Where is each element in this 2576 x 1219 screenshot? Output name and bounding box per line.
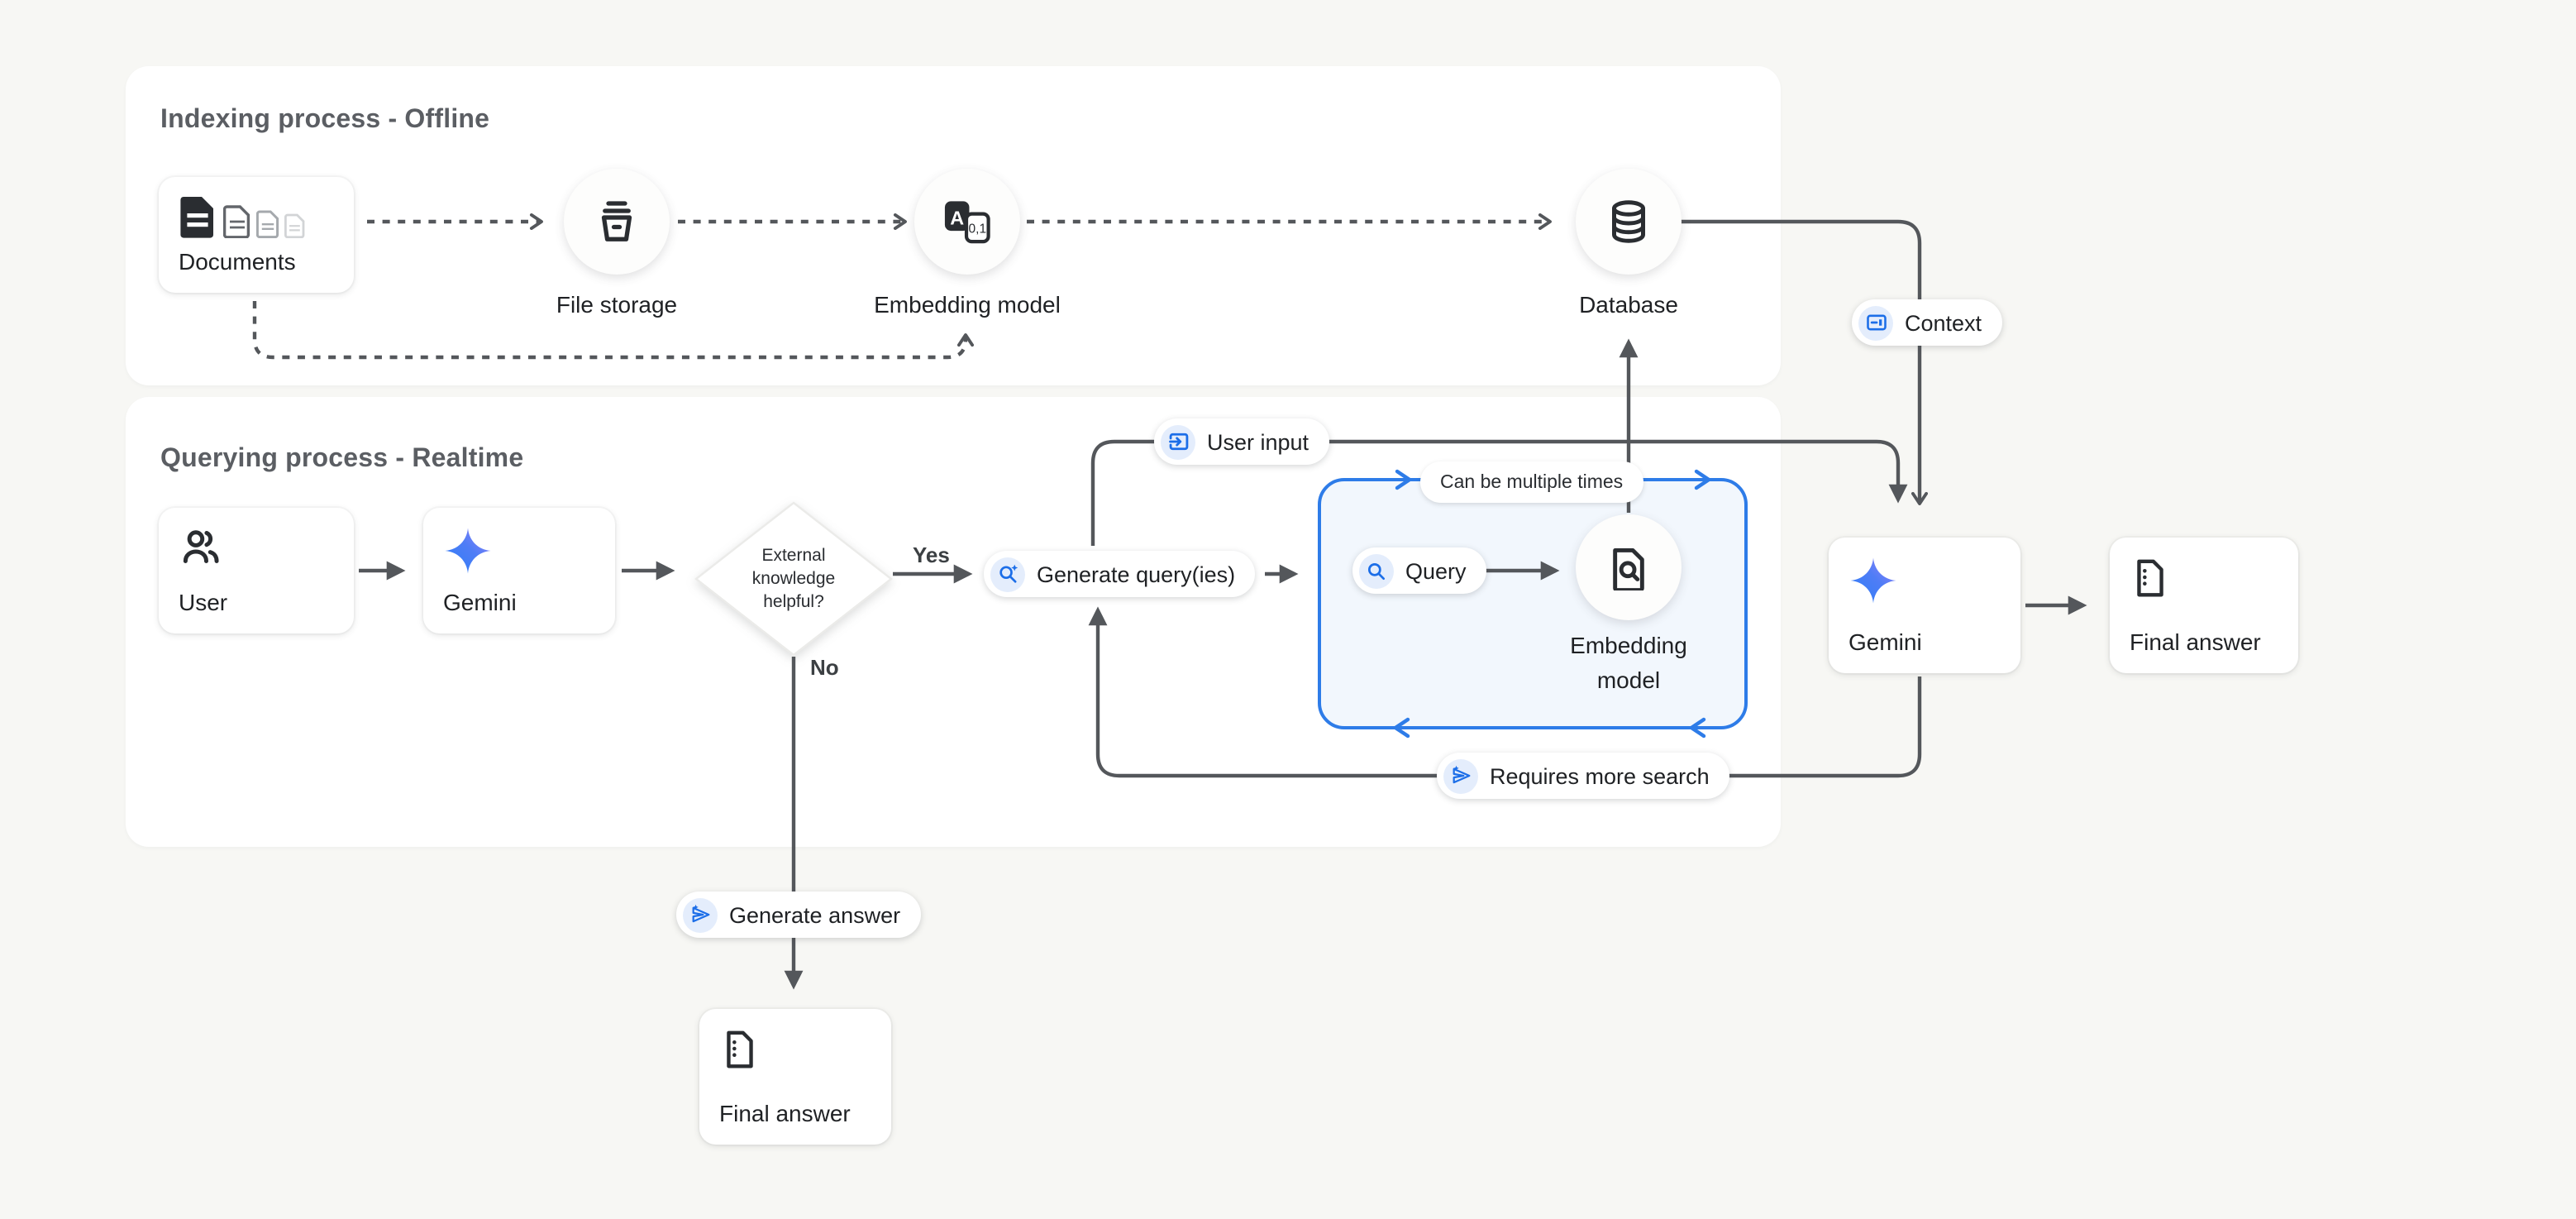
- requires-more-search-pill[interactable]: Requires more search: [1437, 753, 1729, 799]
- answer-document-icon: [2137, 559, 2163, 597]
- user-label: User: [179, 589, 228, 615]
- gemini-answer-node[interactable]: Gemini: [1829, 538, 2020, 673]
- input-icon: [1161, 424, 1195, 459]
- context-pill-label: Context: [1905, 310, 1982, 335]
- gemini-main-label: Gemini: [443, 589, 517, 615]
- querying-panel-title: Querying process - Realtime: [160, 445, 524, 473]
- no-edge-label: No: [810, 655, 839, 680]
- search-spark-icon: [990, 557, 1025, 591]
- svg-text:A: A: [950, 207, 964, 228]
- user-input-pill[interactable]: User input: [1154, 418, 1329, 465]
- svg-text:0,1: 0,1: [969, 222, 987, 236]
- documents-node[interactable]: Documents: [159, 177, 354, 293]
- embedding-model-realtime-node[interactable]: [1576, 514, 1682, 620]
- loop-note-pill: Can be multiple times: [1420, 461, 1643, 503]
- search-icon: [1359, 553, 1394, 588]
- generate-queries-pill[interactable]: Generate query(ies): [984, 551, 1256, 597]
- embedding-model-offline-node[interactable]: A 0,1: [914, 169, 1020, 275]
- gemini-icon: [445, 528, 491, 574]
- requires-more-search-pill-label: Requires more search: [1490, 763, 1710, 788]
- decision-label: External knowledge helpful?: [751, 546, 836, 612]
- final-answer-bottom-node[interactable]: Final answer: [699, 1009, 891, 1145]
- text-to-vector-icon: A 0,1: [944, 201, 990, 244]
- final-answer-bottom-label: Final answer: [719, 1100, 851, 1126]
- yes-edge-label: Yes: [913, 543, 950, 567]
- context-card-icon: [1858, 305, 1893, 340]
- query-pill-label: Query: [1405, 558, 1467, 583]
- loop-note-label: Can be multiple times: [1440, 472, 1624, 492]
- file-storage-label: File storage: [556, 291, 678, 318]
- indexing-panel-title: Indexing process - Offline: [160, 106, 490, 134]
- database-node[interactable]: [1576, 169, 1682, 275]
- user-input-pill-label: User input: [1207, 429, 1309, 454]
- database-label: Database: [1579, 291, 1678, 318]
- generate-answer-pill-label: Generate answer: [729, 902, 901, 927]
- send-spark-icon: [1443, 758, 1478, 793]
- storage-bucket-icon: [601, 201, 632, 241]
- embedding-model-offline-label: Embedding model: [874, 291, 1061, 318]
- gemini-icon: [1850, 557, 1896, 604]
- documents-stack-icon: [179, 195, 334, 238]
- generate-answer-pill[interactable]: Generate answer: [676, 892, 921, 938]
- file-search-icon: [1613, 548, 1644, 590]
- send-spark-icon: [683, 897, 718, 932]
- embedding-model-realtime-label: Embedding model: [1570, 632, 1687, 693]
- generate-queries-pill-label: Generate query(ies): [1037, 562, 1236, 586]
- answer-document-icon: [727, 1030, 753, 1068]
- users-icon: [183, 530, 219, 563]
- file-storage-node[interactable]: [564, 169, 670, 275]
- final-answer-right-label: Final answer: [2130, 629, 2261, 655]
- database-icon: [1612, 200, 1645, 243]
- gemini-answer-label: Gemini: [1849, 629, 1922, 655]
- user-node[interactable]: User: [159, 508, 354, 633]
- query-pill[interactable]: Query: [1352, 547, 1486, 594]
- context-pill[interactable]: Context: [1852, 299, 2002, 346]
- gemini-main-node[interactable]: Gemini: [423, 508, 615, 633]
- documents-label: Documents: [179, 248, 296, 275]
- final-answer-right-node[interactable]: Final answer: [2110, 538, 2298, 673]
